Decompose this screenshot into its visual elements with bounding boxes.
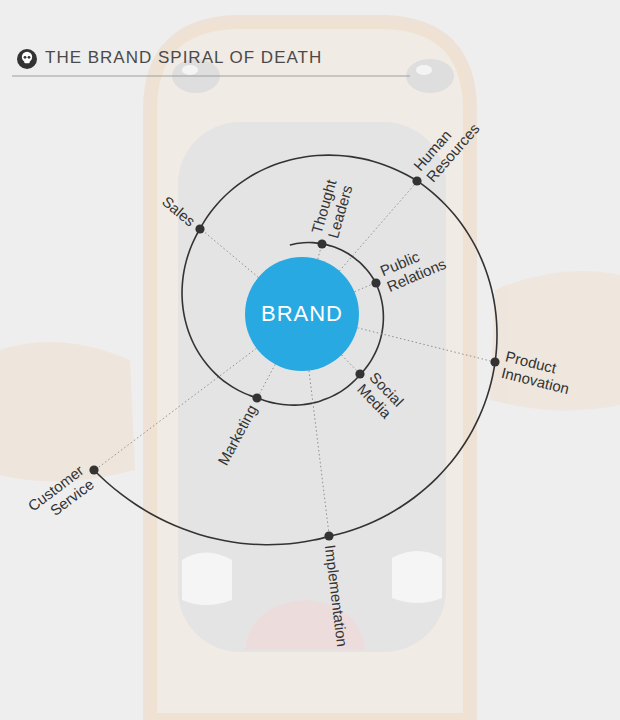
spiral-dot: Sales [195,224,205,234]
dot-outline [490,357,500,367]
right-eye-glint [416,65,432,75]
spiral-dot: Implementation [324,531,334,541]
skull-icon [17,49,37,69]
lower-right-tooth [392,551,442,603]
dot-outline [355,369,365,379]
dot-outline [89,465,99,475]
dot-marker [253,393,262,402]
skull-jaw [24,59,29,63]
screaming-face [0,22,620,720]
skull-eye [24,56,27,59]
skull-eye [28,56,31,59]
spiral-dot: Marketing [252,393,262,403]
spiral-group [94,155,497,545]
spiral-label: Product Innovation [500,348,576,398]
dot-outline [317,239,327,249]
spiral-label: Sales [159,192,199,229]
spiral-label: Customer Service [25,462,98,529]
brand-label: BRAND [261,301,343,327]
spiral-dot: Product Innovation [490,357,500,367]
spiral-dot: Customer Service [89,465,99,475]
brand-disc [245,257,359,371]
dot-outline [195,224,205,234]
lower-left-tooth [182,553,232,606]
spoke-line [260,364,275,393]
spiral-dot: Social Media [355,369,365,379]
dot-marker [318,239,327,248]
spoke-line [204,232,258,278]
dot-marker [490,358,499,367]
spoke-line [354,285,371,292]
dot-marker [356,370,365,379]
spoke-line [318,249,321,260]
skull-badge [17,49,37,69]
spiral-label: Human Resources [410,109,483,186]
spoke-line [309,371,329,532]
spiral-label: Public Relations [377,239,448,295]
dot-marker [371,278,380,287]
right-hand [490,271,620,411]
spiral-label: Thought Leaders [308,177,356,239]
spoke-line [357,328,490,361]
spiral-line [94,155,497,545]
dot-outline [412,176,422,186]
left-hand [0,342,135,481]
dot-outline [324,531,334,541]
spiral-label: Marketing [215,402,261,468]
dot-marker [413,177,422,186]
dot-outline [252,393,262,403]
dot-outline [371,278,381,288]
diagram-title: THE BRAND SPIRAL OF DEATH [45,48,322,68]
brand-circle: BRAND [245,257,359,371]
spiral-dot: Human Resources [412,176,422,186]
dot-marker [325,532,334,541]
mouth [178,122,446,652]
spiral-dot: Thought Leaders [317,239,327,249]
title-rule [12,76,410,77]
spiral-dot: Public Relations [371,278,381,288]
spiral-label: Implementation [322,544,352,648]
right-eye [406,59,454,93]
dot-marker [90,466,99,475]
spoke-line [342,355,357,371]
dot-marker [196,224,205,233]
head [150,22,470,720]
